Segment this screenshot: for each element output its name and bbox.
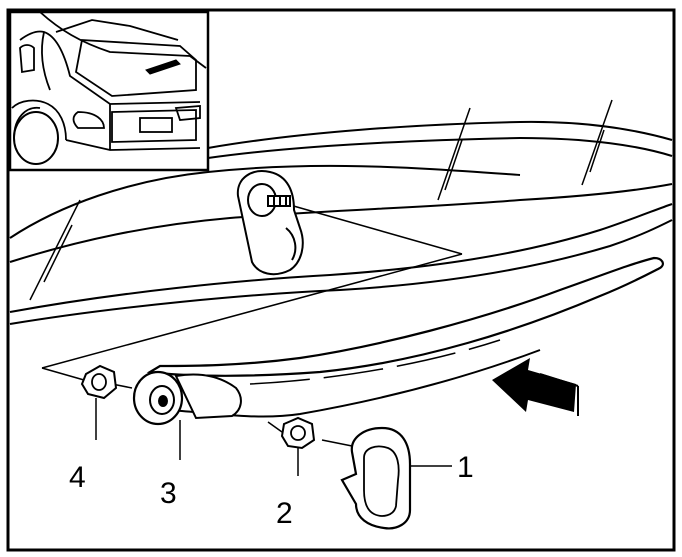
- callout-leaders: [95, 398, 452, 476]
- outer-frame: [6, 8, 676, 552]
- direction-arrow-icon: [492, 358, 581, 418]
- wiper-arm-icon: [132, 256, 664, 426]
- glass-reflection-lines: [29, 99, 613, 301]
- callout-label-4: 4: [69, 461, 86, 494]
- callout-label-2: 2: [276, 497, 293, 530]
- tailgate-body-lines: [9, 120, 673, 325]
- hex-nut-icon: [80, 364, 118, 400]
- hex-nut-icon-2: [280, 416, 316, 450]
- cap-icon: [340, 426, 412, 530]
- vehicle-inset-icon: [8, 10, 210, 172]
- callout-label-3: 3: [160, 477, 177, 510]
- wiper-motor-spindle: [236, 170, 304, 276]
- callout-label-1: 1: [457, 451, 474, 484]
